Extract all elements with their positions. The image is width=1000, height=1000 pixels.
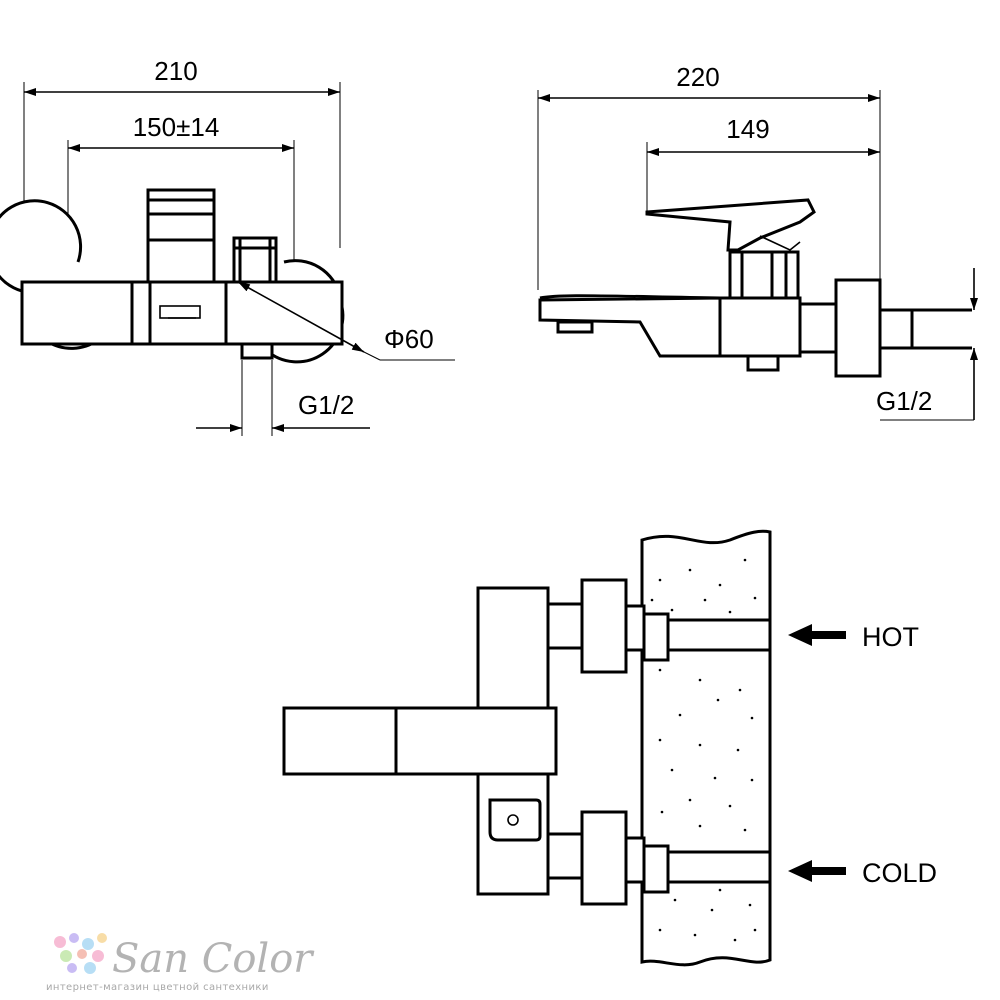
spacing-dimension: 150±14 [133, 112, 220, 142]
length-dimension: 220 [676, 62, 719, 92]
logo-dot [77, 949, 87, 959]
wall-section [640, 529, 772, 967]
logo-dot [69, 933, 79, 943]
front-view: 210 150±14 Φ60 [0, 56, 455, 436]
logo-dot [60, 950, 72, 962]
outlet-thread-dimension: G1/2 [298, 390, 354, 420]
logo-dot [84, 962, 96, 974]
spout-plan [282, 706, 558, 776]
inlet-thread-dimension: G1/2 [876, 386, 932, 416]
logo-dot [67, 963, 77, 973]
side-view: 220 149 G1/2 [537, 62, 978, 421]
logo-dot [92, 950, 104, 962]
installation-view: HOT COLD [282, 529, 937, 967]
logo-dot [97, 933, 107, 943]
watermark-logo: San Color интернет-магазин цветной санте… [46, 933, 315, 993]
logo-dot [82, 938, 94, 950]
logo-brand: San Color [112, 936, 315, 982]
hot-arrow [788, 624, 846, 646]
logo-dots [54, 933, 107, 974]
cold-arrow [788, 860, 846, 882]
logo-dot [54, 936, 66, 948]
wall-speckles [650, 558, 757, 942]
spout-dimension: 149 [726, 114, 769, 144]
hot-label: HOT [862, 622, 919, 652]
width-dimension: 210 [154, 56, 197, 86]
logo-tagline: интернет-магазин цветной сантехники [46, 982, 269, 993]
cold-label: COLD [862, 858, 937, 888]
mixer-body-side [718, 296, 802, 358]
diameter-dimension: Φ60 [384, 324, 434, 354]
